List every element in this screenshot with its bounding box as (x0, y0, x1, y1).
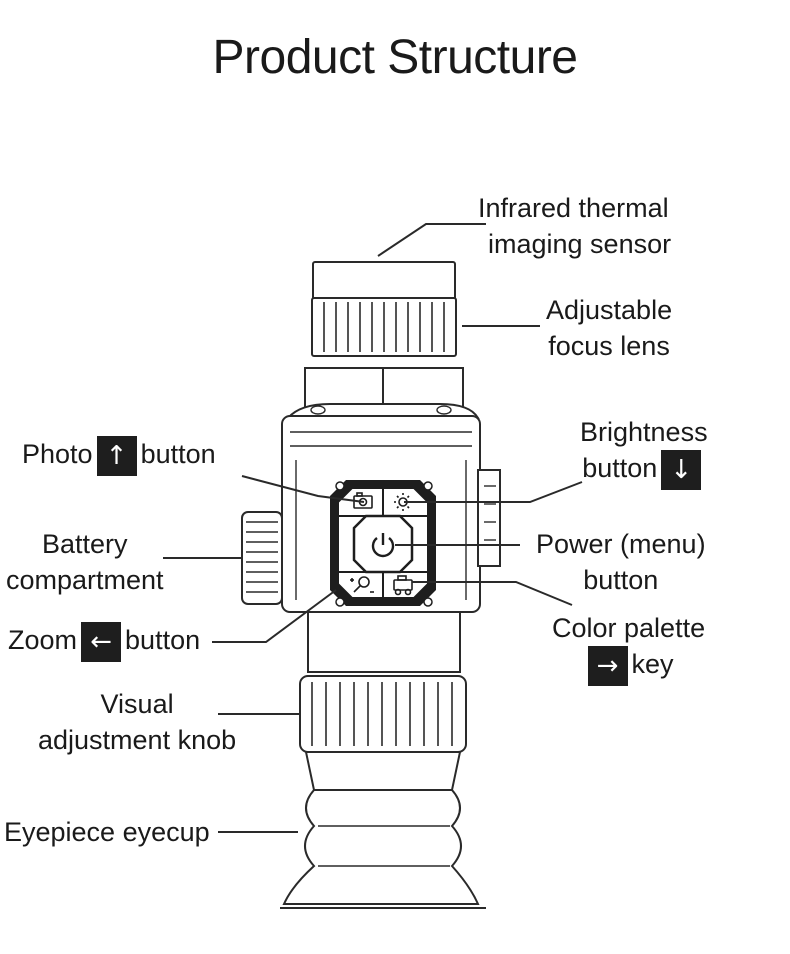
leader-photo (241, 475, 365, 503)
sensor-cap (312, 261, 456, 301)
leader-zoom (212, 589, 337, 643)
body-shoulder (285, 403, 480, 419)
leader-brightness (404, 481, 583, 503)
down-key-icon: ↓ (661, 450, 702, 490)
label-focus-lens: Adjustable focus lens (546, 295, 673, 361)
battery-cap (241, 511, 283, 605)
leader-palette (412, 581, 573, 606)
eyecup-bellows (282, 789, 480, 905)
label-zoom-button: Zoom←button (8, 622, 200, 662)
leader-sensor (377, 223, 486, 257)
label-photo-button: Photo↑button (22, 436, 216, 476)
right-key-icon: → (587, 646, 628, 686)
label-infrared-sensor: Infrared thermal imaging sensor (478, 193, 672, 259)
side-housing (477, 469, 501, 567)
lower-neck (307, 611, 461, 673)
label-color-palette-key: Color palette →key (552, 610, 705, 686)
power-icon (371, 533, 395, 558)
page-title: Product Structure (212, 31, 579, 84)
label-battery-compartment: Battery compartment (6, 529, 164, 595)
up-key-icon: ↑ (96, 436, 137, 476)
label-brightness-button: Brightness button↓ (580, 414, 708, 490)
sun-icon (394, 493, 412, 511)
label-eyepiece-eyecup: Eyepiece eyecup (4, 817, 210, 847)
magnifier-icon (350, 576, 374, 593)
palette-icon (393, 575, 413, 596)
label-visual-adjustment-knob: Visual adjustment knob (38, 689, 237, 755)
left-key-icon: ← (81, 622, 122, 662)
visual-knob (299, 675, 467, 753)
label-power-button: Power (menu) button (536, 529, 706, 595)
eyepiece-taper (304, 751, 462, 791)
